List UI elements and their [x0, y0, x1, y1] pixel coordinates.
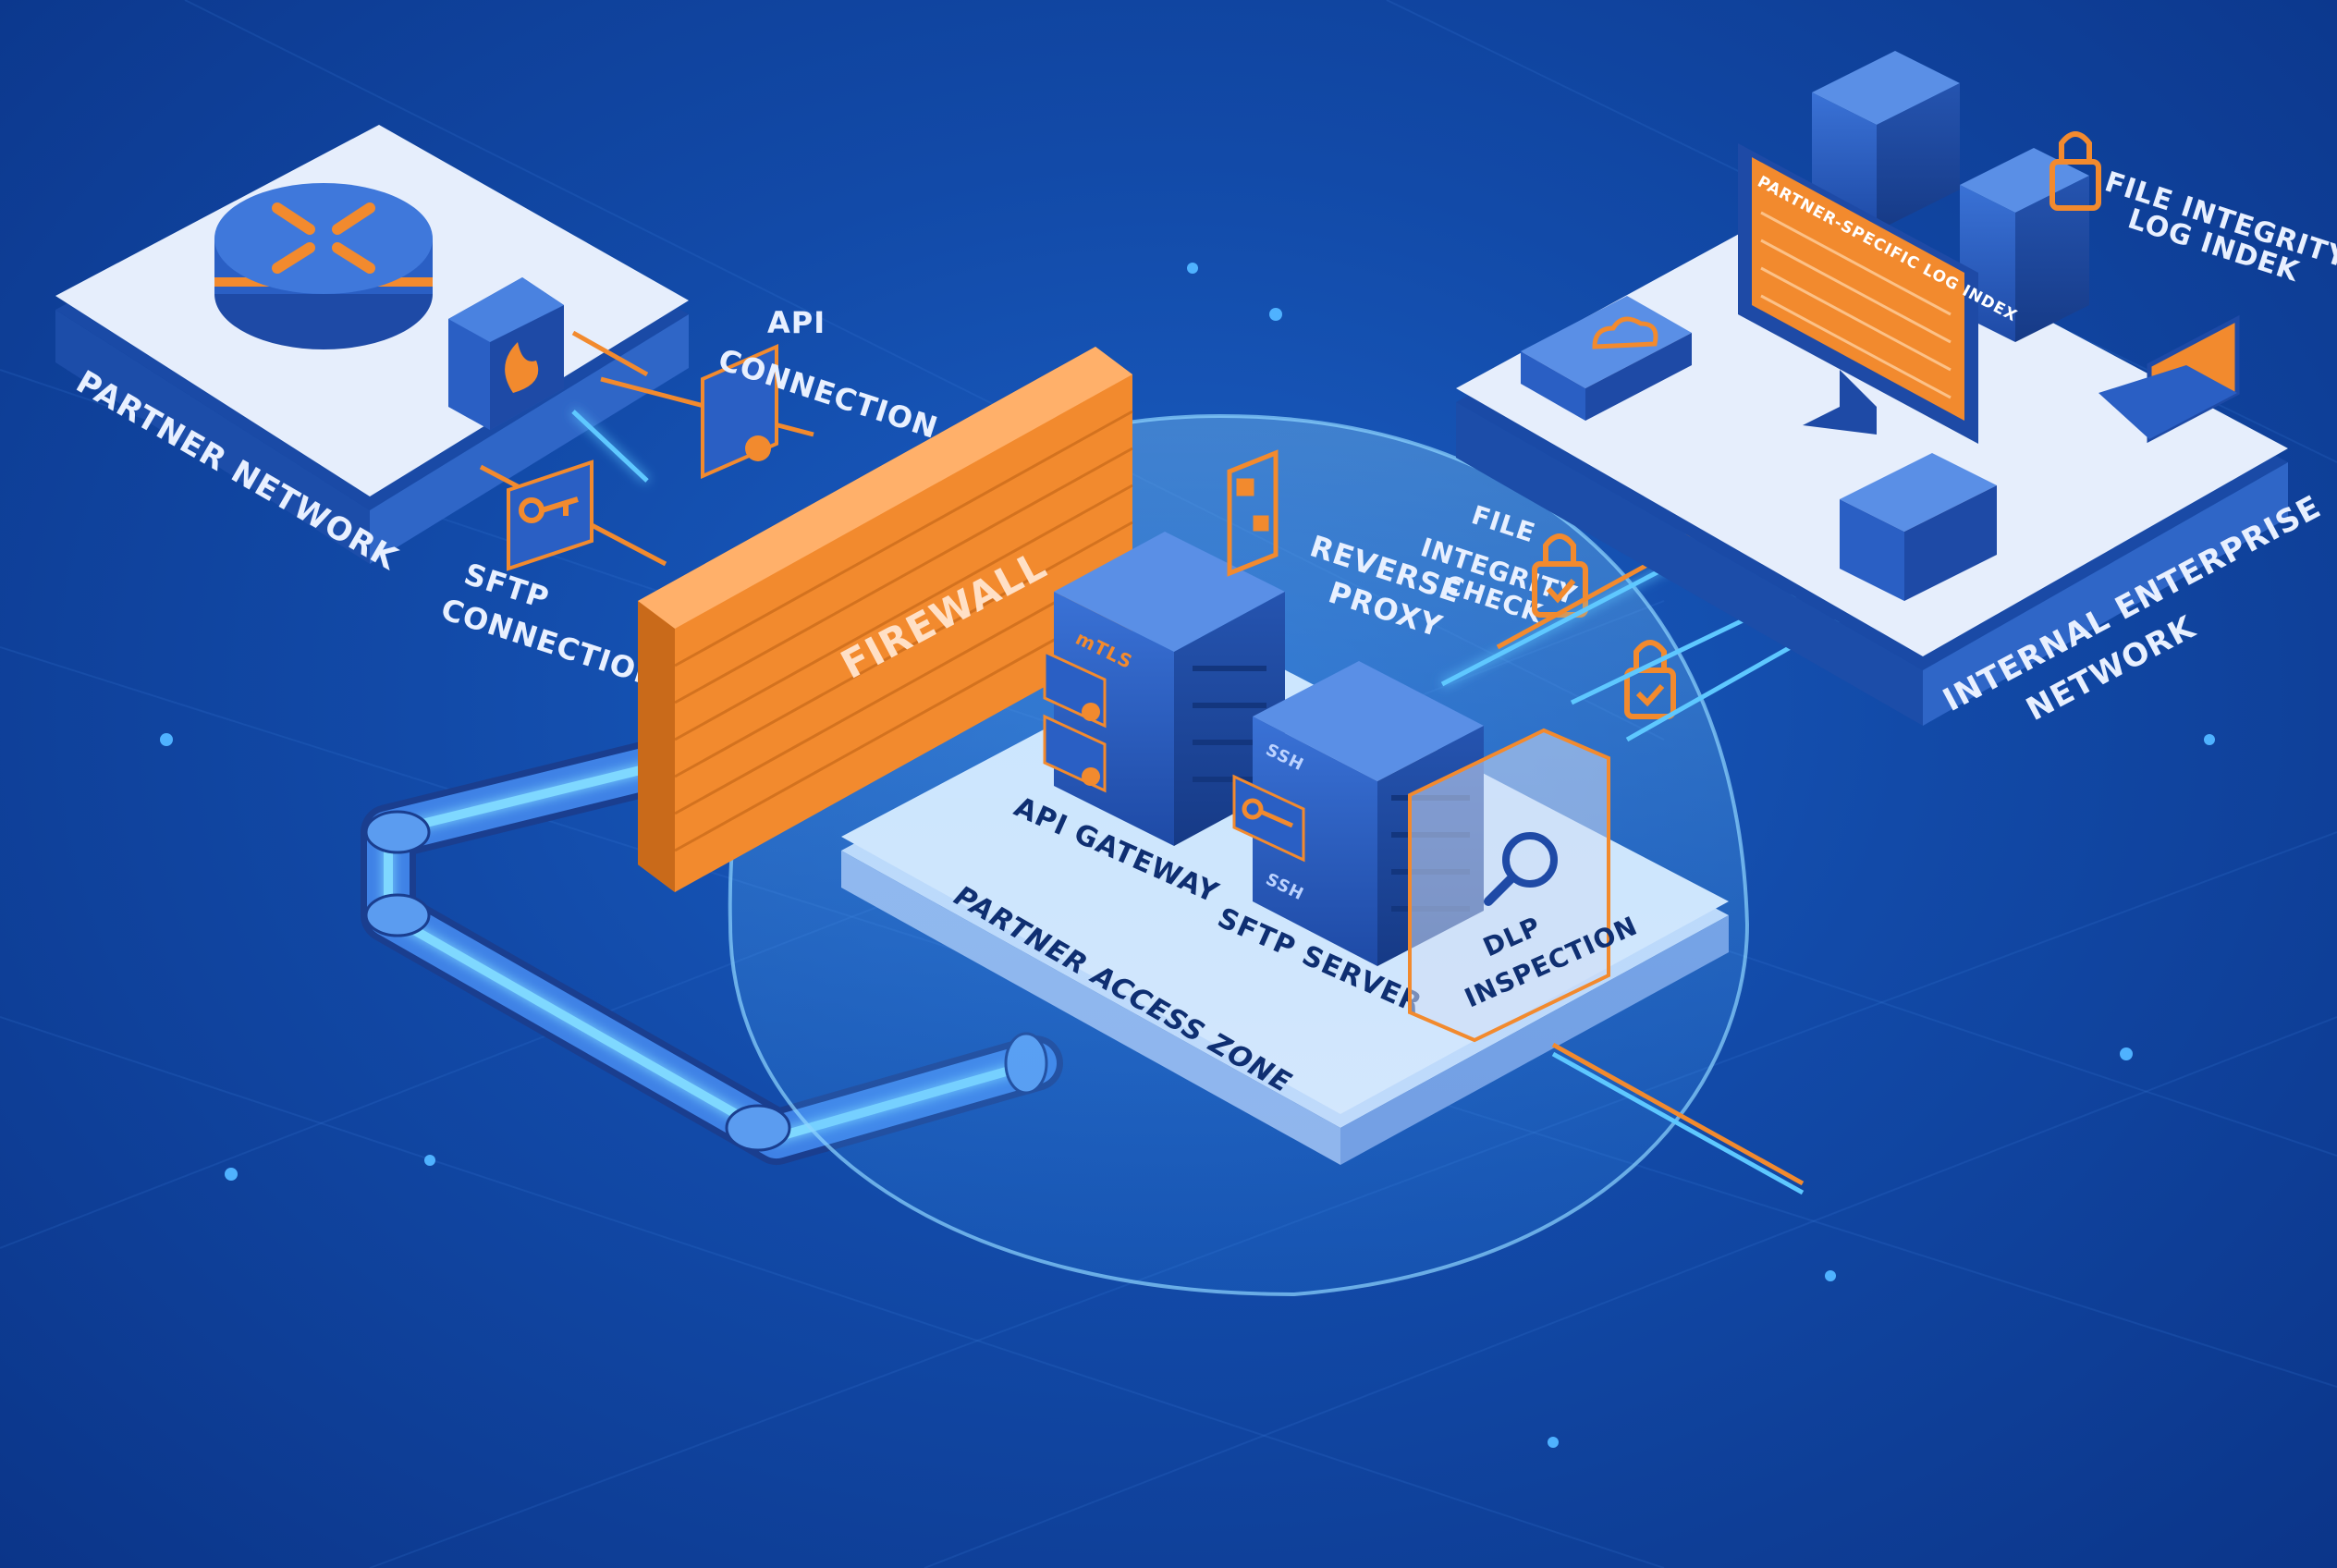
- certificate-icon: [701, 343, 778, 480]
- cloud-device: [1521, 296, 1692, 421]
- qr-icon: [1227, 449, 1279, 577]
- lock-icon: [1624, 640, 1676, 719]
- firewall-wall: [638, 347, 1133, 892]
- firewall-icon: [448, 277, 564, 430]
- key-icon: [507, 459, 593, 571]
- cloud-icon: [1592, 316, 1658, 349]
- background-dots: [160, 263, 2215, 1448]
- network-appliance: [1840, 453, 1997, 601]
- lock-icon: [2049, 131, 2101, 211]
- laptop-icon: [2098, 314, 2240, 444]
- api-connection-label-1: API: [767, 305, 826, 340]
- certificate-icon: [1043, 649, 1107, 793]
- key-icon: [1232, 774, 1305, 863]
- monitor-icon: [1738, 143, 1978, 444]
- sftp-connection-label-2: CONNECTION: [437, 591, 666, 695]
- router-icon: [214, 183, 433, 349]
- dlp-inspection-panel: [1408, 728, 1610, 1043]
